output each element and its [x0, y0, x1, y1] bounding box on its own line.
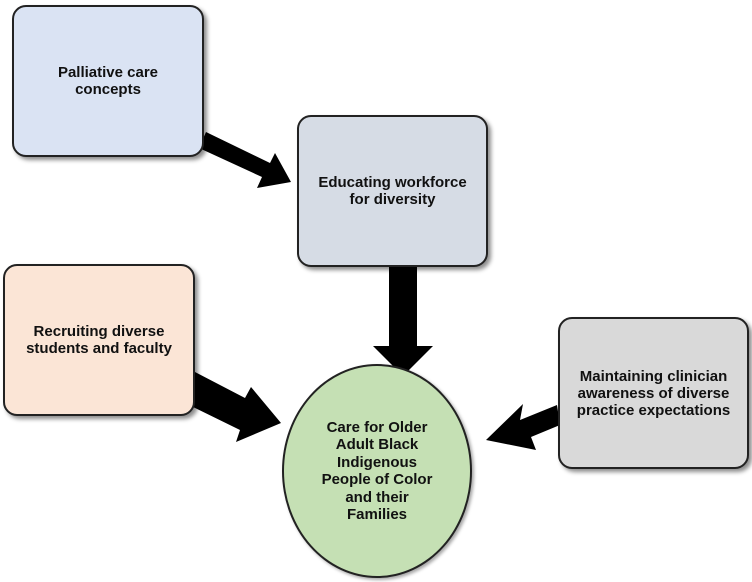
maintaining-awareness-node: Maintaining clinician awareness of diver…: [558, 317, 749, 469]
recruiting-diverse-label: Recruiting diverse students and faculty: [26, 323, 172, 357]
maintaining-awareness-label: Maintaining clinician awareness of diver…: [576, 367, 731, 419]
educating-workforce-node: Educating workforce for diversity: [297, 115, 488, 267]
arrow-recruiting-to-care: [189, 372, 281, 442]
palliative-care-concepts-node: Palliative care concepts: [12, 5, 204, 157]
arrow-palliative-to-educating: [199, 132, 291, 188]
arrow-maintaining-to-care: [486, 404, 560, 450]
educating-workforce-label: Educating workforce for diversity: [318, 174, 467, 208]
palliative-care-concepts-label: Palliative care concepts: [57, 64, 159, 98]
care-outcome-node: Care for Older Adult Black Indigenous Pe…: [282, 364, 472, 578]
arrow-educating-to-care: [373, 267, 433, 376]
care-outcome-label: Care for Older Adult Black Indigenous Pe…: [321, 418, 433, 524]
recruiting-diverse-node: Recruiting diverse students and faculty: [3, 264, 195, 416]
